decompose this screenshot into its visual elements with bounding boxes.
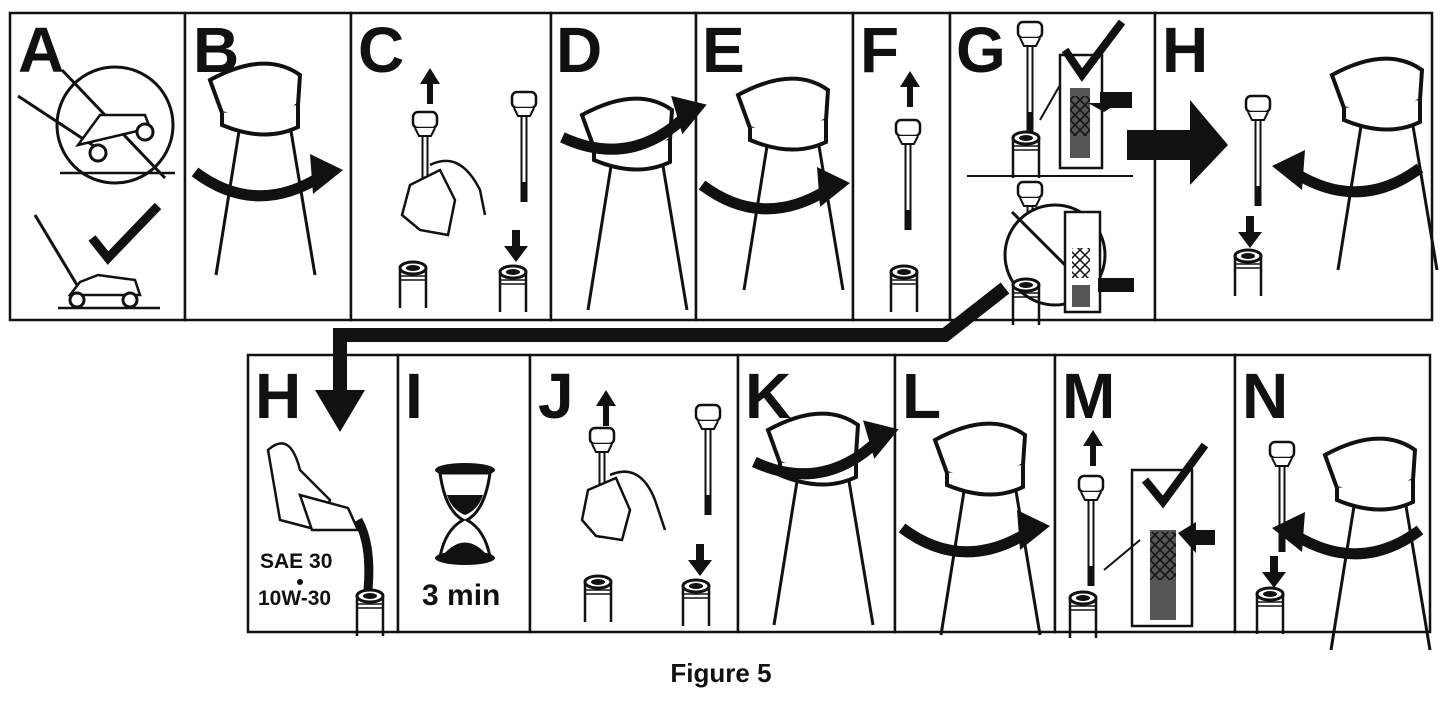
step-label-K: K bbox=[745, 360, 791, 432]
bottom-row bbox=[246, 353, 1432, 634]
step-label-I: I bbox=[405, 360, 423, 432]
checkmark-icon bbox=[88, 202, 162, 265]
tilted-mower-prohibited-icon bbox=[17, 65, 175, 185]
step-label-H-top: H bbox=[1162, 14, 1208, 86]
oil-grade-2: 10W-30 bbox=[258, 587, 331, 610]
step-label-M: M bbox=[1062, 360, 1115, 432]
hand-icon bbox=[429, 159, 487, 216]
gauge-full-detail bbox=[1103, 468, 1215, 628]
step-label-A: A bbox=[18, 14, 64, 86]
step-label-E: E bbox=[702, 14, 745, 86]
step-label-D: D bbox=[556, 14, 602, 86]
panel-C-illustration bbox=[398, 68, 538, 314]
big-right-arrow-icon bbox=[1127, 100, 1228, 185]
panel-G bbox=[948, 11, 1157, 322]
hourglass-icon bbox=[435, 463, 495, 565]
step-label-L: L bbox=[902, 360, 941, 432]
panel-K bbox=[736, 353, 897, 634]
figure-caption: Figure 5 bbox=[670, 658, 771, 688]
connector-arrow-icon bbox=[333, 282, 1010, 395]
hand-icon bbox=[609, 470, 667, 531]
separator-dot bbox=[297, 579, 303, 585]
panel-G-illustration bbox=[967, 19, 1134, 327]
level-mower-ok-icon bbox=[33, 214, 160, 310]
gauge-ok-detail bbox=[1039, 53, 1132, 170]
checkmark-icon bbox=[1061, 19, 1126, 82]
panel-E bbox=[694, 11, 855, 322]
panel-A-illustration bbox=[17, 65, 175, 310]
oil-grade-1: SAE 30 bbox=[260, 550, 332, 573]
wiping-cloth-icon bbox=[400, 168, 457, 237]
wiping-cloth-icon bbox=[580, 476, 632, 542]
panel-M-illustration bbox=[1068, 430, 1215, 640]
step-label-J: J bbox=[538, 360, 574, 432]
panel-I-illustration: 3 min bbox=[422, 463, 500, 612]
wait-time-label: 3 min bbox=[422, 579, 500, 612]
step-label-F: F bbox=[860, 14, 899, 86]
checkmark-icon bbox=[1141, 442, 1209, 509]
step-label-G: G bbox=[956, 14, 1006, 86]
oil-stream bbox=[353, 517, 374, 591]
step-label-C: C bbox=[358, 14, 404, 86]
flow-arrows bbox=[315, 100, 1228, 432]
panel-J-illustration bbox=[580, 390, 722, 628]
step-label-N: N bbox=[1242, 360, 1288, 432]
panel-H-bottom-illustration: SAE 30 10W-30 bbox=[258, 442, 385, 638]
step-label-H-bottom: H bbox=[255, 360, 301, 432]
top-row bbox=[8, 11, 1434, 322]
step-letters: A B C D E F G H H I J K L M N bbox=[18, 14, 1288, 432]
